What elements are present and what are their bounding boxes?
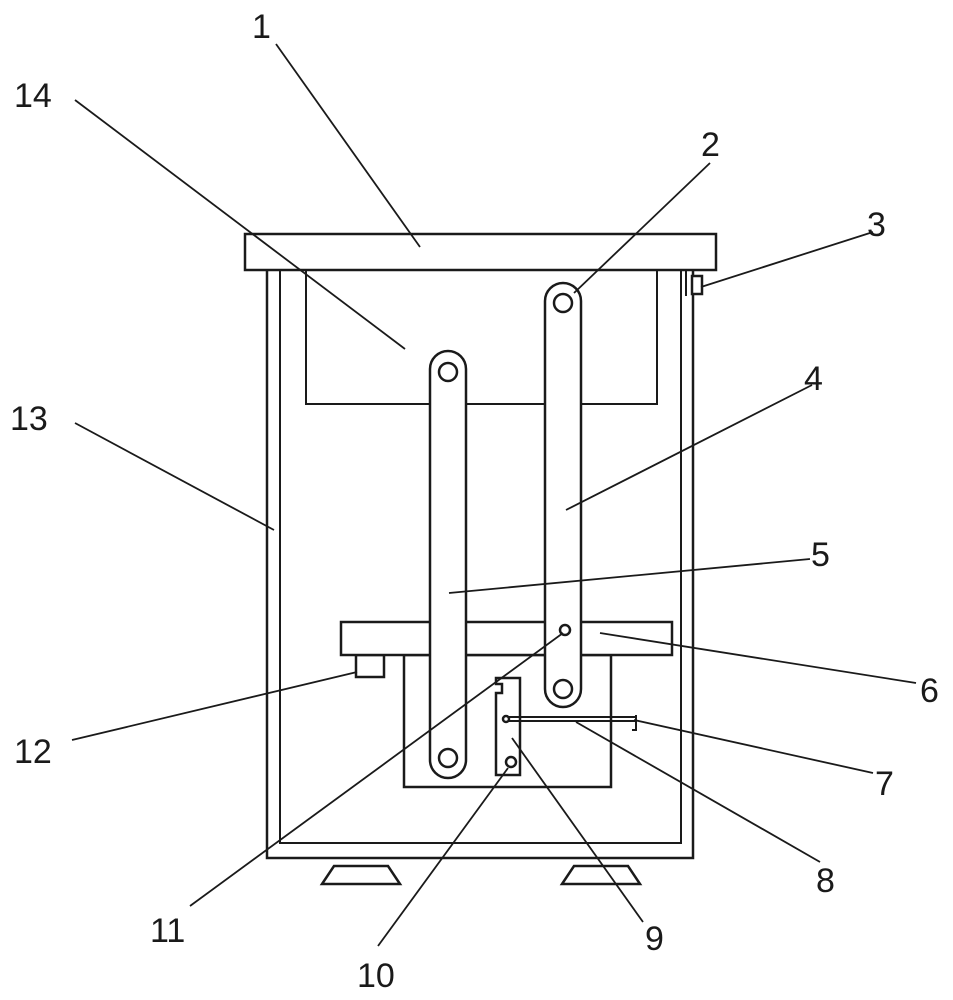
leader-13 <box>74 422 275 531</box>
callout-3: 3 <box>867 206 886 244</box>
inner-wall <box>279 270 682 844</box>
callout-14: 14 <box>14 77 52 115</box>
leader-2 <box>573 162 711 294</box>
hook-latch <box>494 676 522 777</box>
leader-7 <box>633 719 874 774</box>
leader-5 <box>448 558 811 594</box>
leader-11 <box>189 632 564 907</box>
callout-8: 8 <box>816 862 835 900</box>
leader-4 <box>565 384 813 511</box>
callout-10: 10 <box>357 957 395 995</box>
callout-1: 1 <box>252 8 271 46</box>
leader-3 <box>700 231 874 288</box>
leader-9 <box>511 737 644 923</box>
link-bar-5-top-pin <box>437 361 459 383</box>
spring-rod-tip <box>501 714 511 724</box>
leader-12 <box>71 671 358 741</box>
latch-block <box>690 274 704 296</box>
hook-latch-pin <box>504 755 518 769</box>
callout-6: 6 <box>920 672 939 710</box>
upper-inner-box <box>305 270 658 405</box>
link-bar-5 <box>428 349 468 780</box>
callout-7: 7 <box>875 765 894 803</box>
callout-9: 9 <box>645 920 664 958</box>
callout-12: 12 <box>14 733 52 771</box>
callout-11: 11 <box>150 912 185 950</box>
right-foot <box>559 864 643 886</box>
left-foot <box>319 864 403 886</box>
horizontal-plate <box>339 620 674 657</box>
leader-6 <box>599 632 917 684</box>
link-bar-5-bottom-pin <box>437 747 459 769</box>
link-bar-4-top-pin <box>552 292 574 314</box>
callout-5: 5 <box>811 536 830 574</box>
link-bar-4-bottom-pin <box>552 678 574 700</box>
leader-1 <box>275 43 421 248</box>
callout-13: 13 <box>10 400 48 438</box>
leader-10 <box>377 767 509 947</box>
callout-4: 4 <box>804 360 823 398</box>
leader-14 <box>74 99 406 350</box>
top-lid <box>243 232 718 272</box>
callout-2: 2 <box>701 126 720 164</box>
stop-block <box>354 653 386 679</box>
link-bar-4 <box>543 281 583 709</box>
leader-8 <box>575 721 821 863</box>
